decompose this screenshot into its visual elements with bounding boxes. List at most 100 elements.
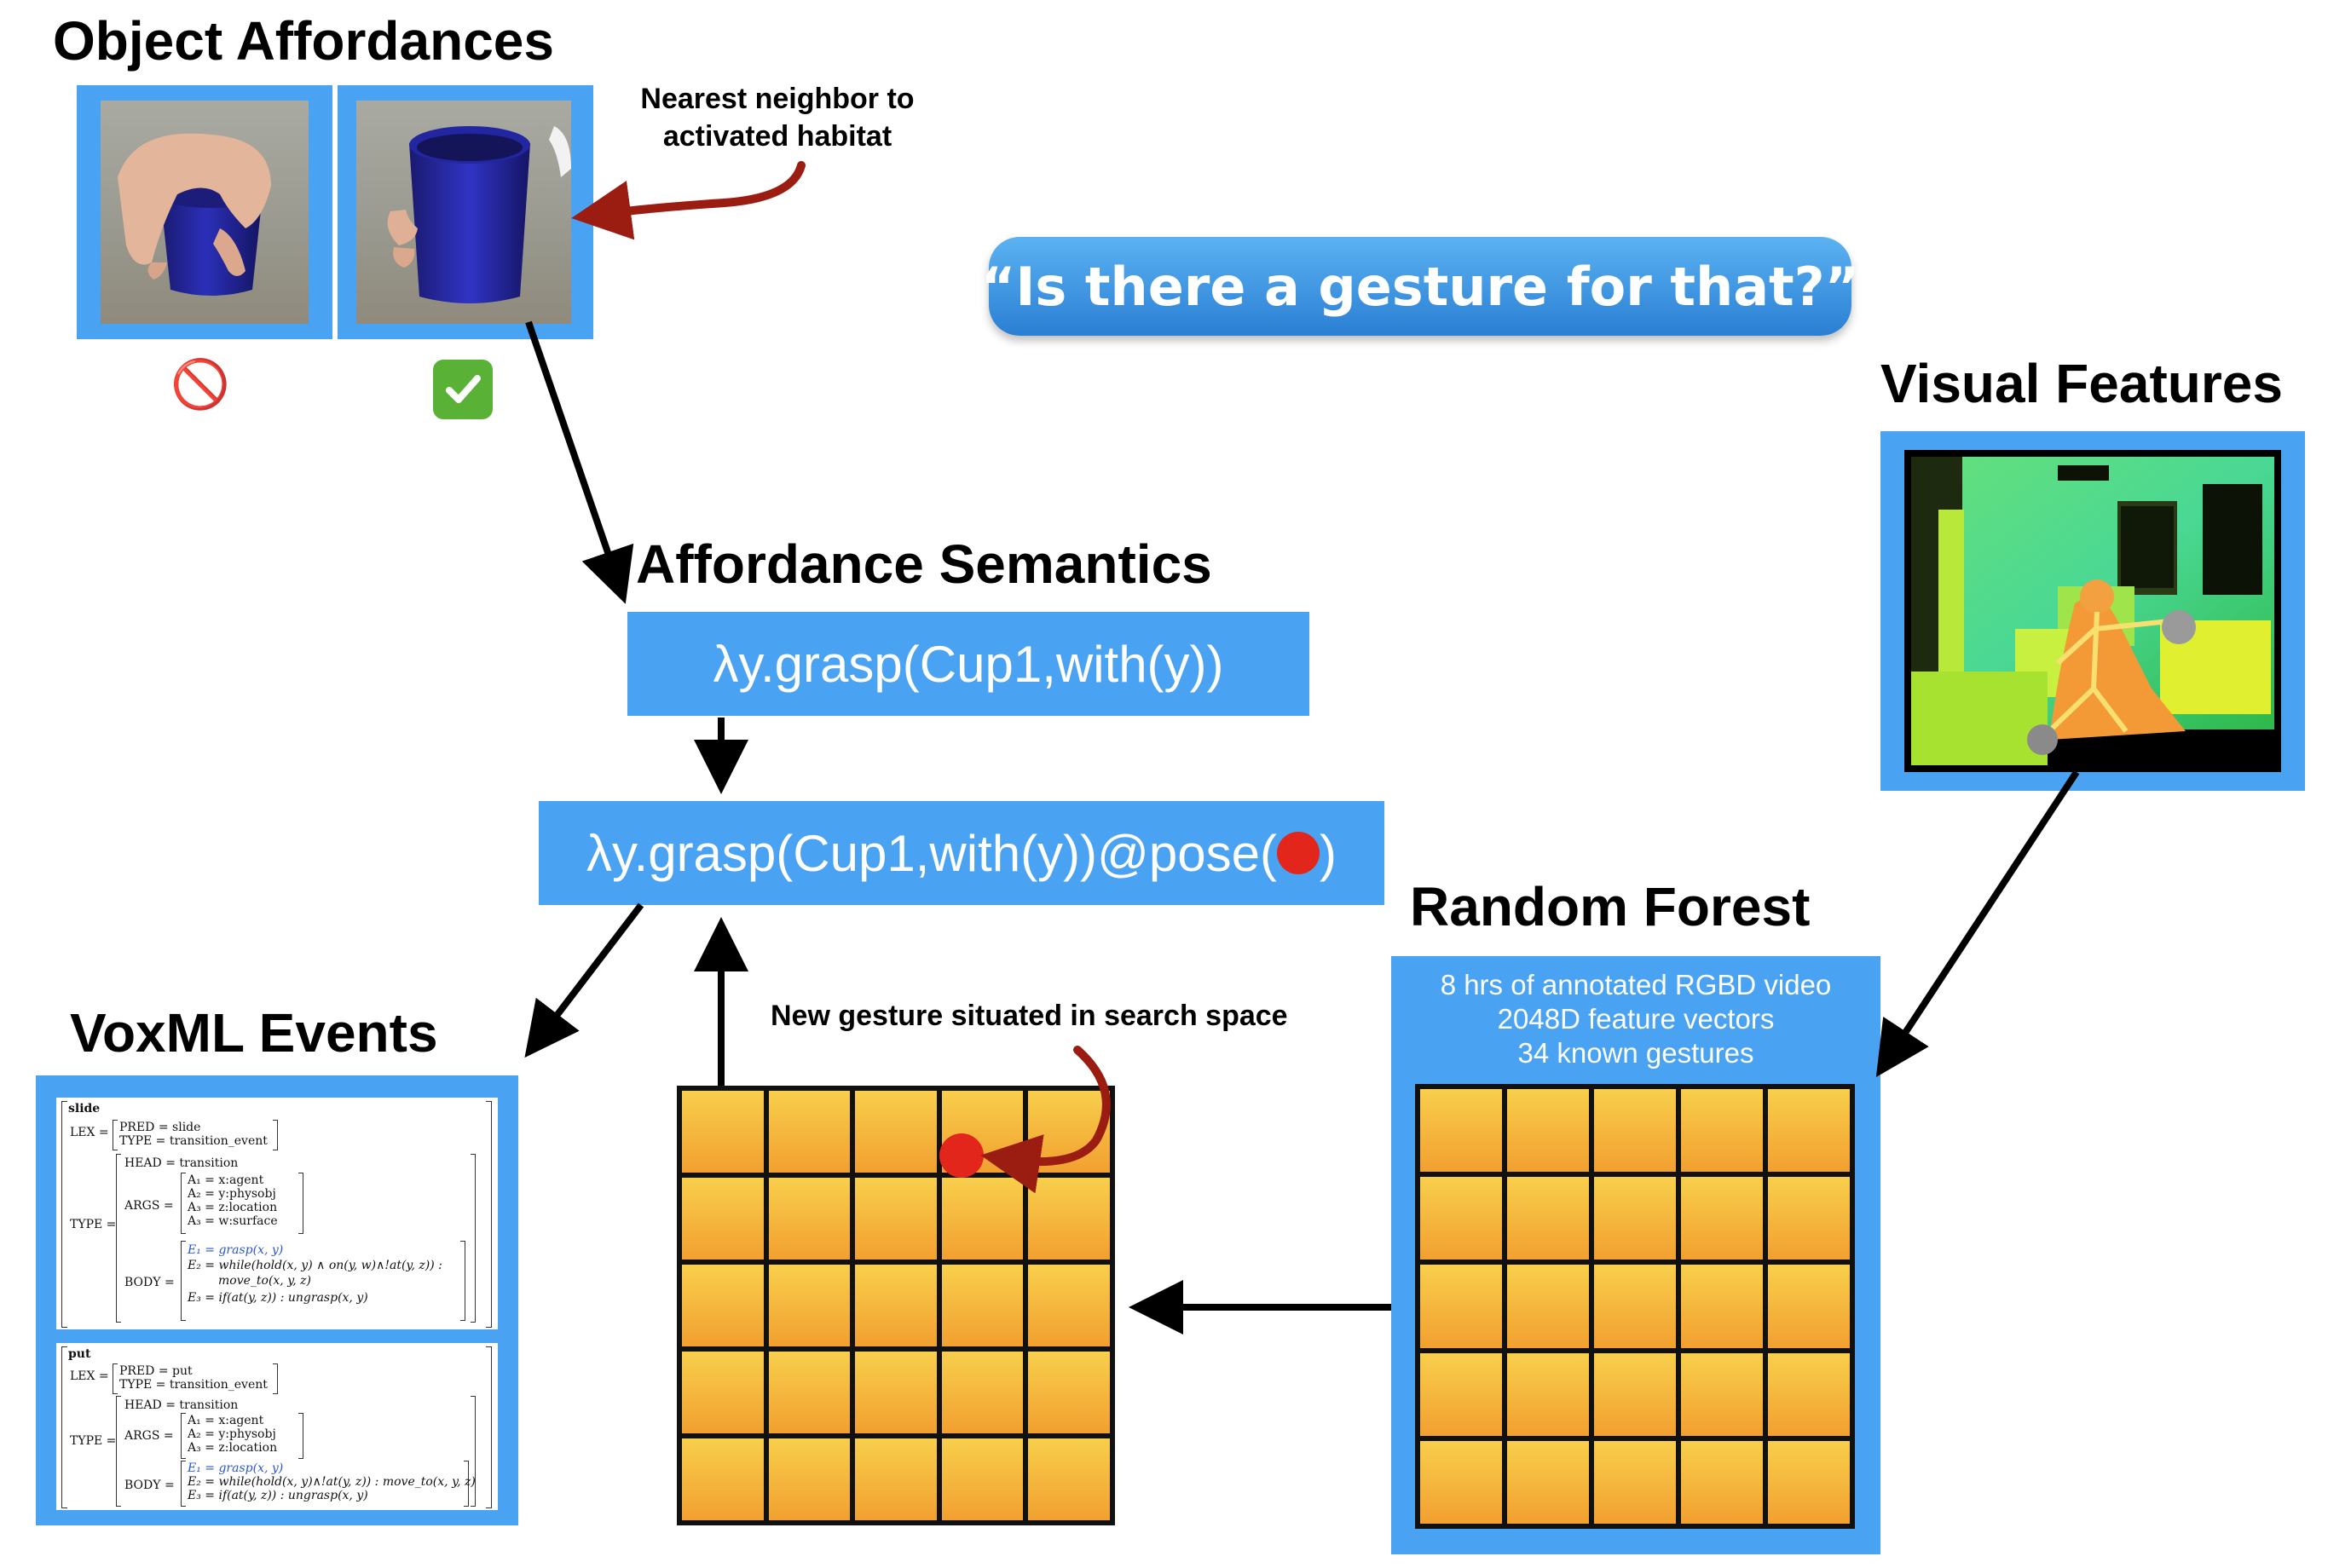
voxml-slide-a3: A₃ = z:location [188, 1201, 278, 1214]
voxml-put-e1: E₁ = grasp(x, y) [188, 1461, 284, 1475]
grid-cell [1507, 1352, 1589, 1436]
random-forest-line1: 8 hrs of annotated RGBD video [1440, 969, 1832, 1000]
grid-cell [941, 1265, 1024, 1346]
voxml-put-type: TYPE = [70, 1434, 117, 1448]
grid-cell [1028, 1352, 1110, 1433]
random-forest-heading: Random Forest [1410, 876, 1811, 937]
grid-cell [1594, 1265, 1676, 1348]
grid-cell [768, 1265, 851, 1346]
grid-cell [1594, 1089, 1676, 1173]
new-gesture-note: New gesture situated in search space [771, 1000, 1288, 1032]
voxml-put-a1: A₁ = x:agent [188, 1414, 264, 1427]
random-forest-line2: 2048D feature vectors [1497, 1003, 1775, 1035]
voxml-slide-lex: LEX = [70, 1126, 109, 1139]
grid-cell [1594, 1352, 1676, 1436]
pose-dot-icon [1277, 832, 1320, 874]
voxml-put-body: BODY = [124, 1479, 175, 1492]
voxml-put-e2: E₂ = while(hold(x, y)∧!at(y, z)) : move_… [188, 1475, 476, 1489]
grid-cell [1420, 1265, 1502, 1348]
voxml-slide-e2: E₂ = while(hold(x, y) ∧ on(y, w)∧!at(y, … [188, 1259, 442, 1272]
prohibited-icon: 🚫 [170, 357, 230, 412]
arrow-pose-to-voxml [524, 902, 644, 1058]
random-forest-description: 8 hrs of annotated RGBD video 2048D feat… [1391, 968, 1880, 1070]
nearest-neighbor-annotation-arrow [571, 161, 806, 240]
grid-cell [1768, 1177, 1850, 1260]
nearest-neighbor-line1: Nearest neighbor to [640, 83, 915, 115]
grid-cell [768, 1438, 851, 1520]
voxml-slide-head: HEAD = transition [124, 1156, 239, 1170]
random-forest-grid [1415, 1084, 1855, 1529]
cup-grasp-top-image [101, 101, 309, 324]
arrow-features-to-forest [1875, 770, 2080, 1078]
voxml-put-a2: A₂ = y:physobj [188, 1427, 276, 1441]
check-mark-icon [433, 360, 493, 419]
grid-cell [1507, 1089, 1589, 1173]
grid-cell [1681, 1265, 1763, 1348]
grid-cell [1420, 1440, 1502, 1524]
grid-cell [1681, 1089, 1763, 1173]
nearest-neighbor-note: Nearest neighbor to activated habitat [633, 80, 922, 155]
nearest-neighbor-line2: activated habitat [662, 120, 892, 153]
grid-cell [1681, 1440, 1763, 1524]
lambda-pose-prefix: λy.grasp(Cup1,with(y))@pose( [586, 824, 1278, 882]
grid-cell [1507, 1265, 1589, 1348]
question-pill: “Is there a gesture for that?” [981, 237, 1859, 336]
voxml-slide-type-event: TYPE = transition_event [119, 1134, 268, 1148]
affordance-semantics-heading: Affordance Semantics [636, 533, 1212, 595]
grid-cell [1594, 1177, 1676, 1260]
voxml-slide-a1: A₁ = x:agent [188, 1173, 264, 1187]
voxml-events-frame: slide LEX = PRED = slide TYPE = transiti… [36, 1075, 518, 1525]
grid-cell [1507, 1177, 1589, 1260]
affordance-image-left-frame [77, 85, 332, 339]
grid-cell [1768, 1265, 1850, 1348]
voxml-put-args: ARGS = [124, 1429, 174, 1443]
lambda-grasp-text: λy.grasp(Cup1,with(y)) [713, 635, 1224, 693]
voxml-put-a3: A₃ = z:location [188, 1441, 278, 1455]
voxml-slide-a2: A₂ = y:physobj [188, 1187, 276, 1201]
visual-features-heading: Visual Features [1880, 353, 2283, 414]
voxml-put-pred: PRED = put [119, 1364, 193, 1378]
object-affordances-heading: Object Affordances [53, 10, 554, 72]
voxml-put-type-event: TYPE = transition_event [119, 1378, 268, 1392]
voxml-put-e3: E₃ = if(at(y, z)) : ungrasp(x, y) [188, 1489, 368, 1502]
grid-cell [1768, 1352, 1850, 1436]
new-gesture-dot [939, 1133, 984, 1178]
grid-cell [1507, 1440, 1589, 1524]
grid-cell [1681, 1177, 1763, 1260]
grid-cell [1420, 1177, 1502, 1260]
voxml-slide-e2b: move_to(x, y, z) [218, 1274, 311, 1288]
voxml-put-lex: LEX = [70, 1369, 109, 1383]
voxml-slide-e1: E₁ = grasp(x, y) [188, 1243, 284, 1257]
grid-cell [941, 1352, 1024, 1433]
voxml-slide-card: slide LEX = PRED = slide TYPE = transiti… [56, 1098, 498, 1329]
search-space-grid [677, 1086, 1115, 1525]
grid-cell [682, 1265, 764, 1346]
lambda-grasp-box: λy.grasp(Cup1,with(y)) [627, 612, 1309, 716]
voxml-slide-type: TYPE = [70, 1218, 117, 1231]
grid-cell [768, 1178, 851, 1260]
grid-cell [855, 1178, 937, 1260]
grid-cell [682, 1438, 764, 1520]
grid-cell [941, 1438, 1024, 1520]
grid-cell [682, 1178, 764, 1260]
grid-cell [1594, 1440, 1676, 1524]
lambda-pose-suffix: ) [1320, 824, 1337, 882]
voxml-put-head: HEAD = transition [124, 1398, 239, 1412]
new-gesture-annotation-arrow [980, 1046, 1111, 1194]
grid-cell [855, 1438, 937, 1520]
grid-cell [682, 1352, 764, 1433]
arrow-affordance-to-semantics [525, 320, 634, 604]
voxml-put-name: put [68, 1347, 91, 1361]
visual-features-frame [1880, 431, 2305, 791]
grid-cell [768, 1352, 851, 1433]
question-text: “Is there a gesture for that?” [980, 255, 1860, 318]
voxml-slide-body: BODY = [124, 1276, 175, 1289]
grid-cell [855, 1091, 937, 1173]
voxml-put-card: put LEX = PRED = put TYPE = transition_e… [56, 1343, 498, 1510]
random-forest-frame: 8 hrs of annotated RGBD video 2048D feat… [1391, 956, 1880, 1554]
random-forest-line3: 34 known gestures [1517, 1037, 1754, 1069]
grid-cell [768, 1091, 851, 1173]
voxml-slide-name: slide [68, 1102, 101, 1115]
grid-cell [1768, 1089, 1850, 1173]
